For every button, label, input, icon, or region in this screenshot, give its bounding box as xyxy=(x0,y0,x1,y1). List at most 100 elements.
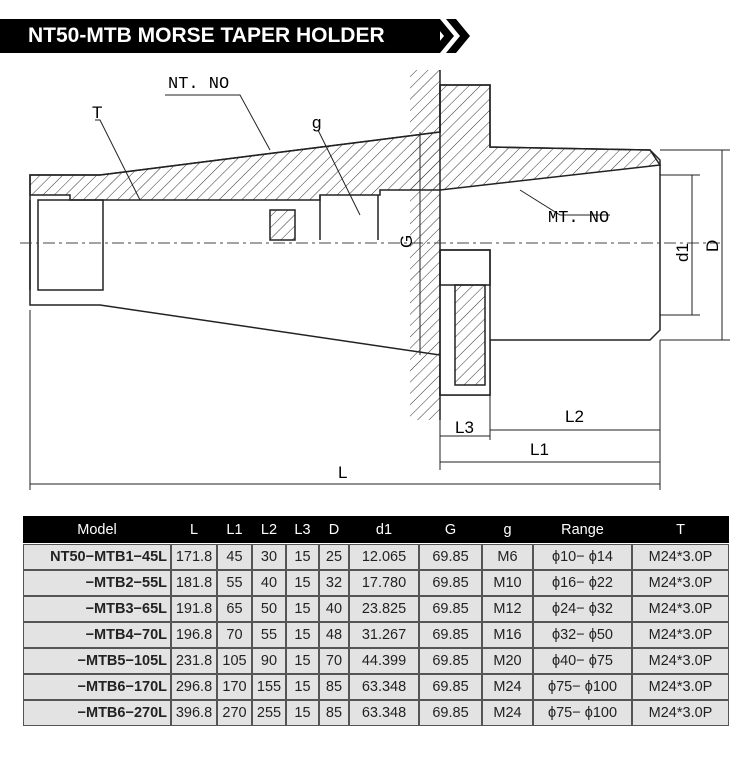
column-header: d1 xyxy=(349,516,419,544)
table-cell: 48 xyxy=(318,621,350,649)
table-cell: 15 xyxy=(285,699,320,727)
table-cell: M24*3.0P xyxy=(631,621,730,649)
table-cell: M6 xyxy=(481,543,534,571)
table-cell: 12.065 xyxy=(348,543,420,571)
page-title: NT50-MTB MORSE TAPER HOLDER xyxy=(0,19,440,53)
table-cell: 55 xyxy=(251,621,287,649)
table-cell: 45 xyxy=(216,543,253,571)
table-cell: 105 xyxy=(216,647,253,675)
table-cell: 15 xyxy=(285,595,320,623)
column-header: L3 xyxy=(286,516,319,544)
table-cell: 70 xyxy=(216,621,253,649)
label-nt-no: NT. NO xyxy=(168,75,229,94)
table-cell: 63.348 xyxy=(348,673,420,701)
table-cell: 32 xyxy=(318,569,350,597)
table-cell: 40 xyxy=(318,595,350,623)
table-cell: 15 xyxy=(285,569,320,597)
table-cell: 69.85 xyxy=(418,647,483,675)
column-header: L2 xyxy=(252,516,286,544)
table-cell: 55 xyxy=(216,569,253,597)
table-cell: 85 xyxy=(318,673,350,701)
column-header: D xyxy=(319,516,349,544)
table-cell: M24*3.0P xyxy=(631,595,730,623)
chevron-arrows-icon xyxy=(430,19,470,53)
table-cell: 70 xyxy=(318,647,350,675)
table-cell: 231.8 xyxy=(170,647,218,675)
table-cell: 170 xyxy=(216,673,253,701)
column-header: L xyxy=(171,516,217,544)
table-cell: 255 xyxy=(251,699,287,727)
table-cell: M24*3.0P xyxy=(631,647,730,675)
model-cell: −MTB4−70L xyxy=(22,621,172,649)
table-cell: 69.85 xyxy=(418,569,483,597)
table-cell: 17.780 xyxy=(348,569,420,597)
label-L2: L2 xyxy=(565,407,584,426)
table-cell: 69.85 xyxy=(418,621,483,649)
label-L: L xyxy=(338,463,347,482)
label-d1: d1 xyxy=(673,243,692,262)
model-cell: −MTB3−65L xyxy=(22,595,172,623)
model-cell: −MTB6−270L xyxy=(22,699,172,727)
table-cell: 181.8 xyxy=(170,569,218,597)
table-cell: ϕ16− ϕ22 xyxy=(532,569,633,597)
column-header: T xyxy=(632,516,729,544)
model-cell: NT50−MTB1−45L xyxy=(22,543,172,571)
label-g-small: g xyxy=(312,113,321,132)
table-cell: ϕ10− ϕ14 xyxy=(532,543,633,571)
table-cell: 40 xyxy=(251,569,287,597)
table-cell: 44.399 xyxy=(348,647,420,675)
table-cell: M24 xyxy=(481,673,534,701)
table-cell: 23.825 xyxy=(348,595,420,623)
table-cell: 25 xyxy=(318,543,350,571)
model-cell: −MTB6−170L xyxy=(22,673,172,701)
column-header: L1 xyxy=(217,516,252,544)
column-header: Range xyxy=(533,516,632,544)
table-cell: M24*3.0P xyxy=(631,673,730,701)
column-header: G xyxy=(419,516,482,544)
label-mt-no: MT. NO xyxy=(548,209,609,228)
table-cell: 69.85 xyxy=(418,543,483,571)
table-cell: M24*3.0P xyxy=(631,569,730,597)
table-cell: M12 xyxy=(481,595,534,623)
table-cell: 69.85 xyxy=(418,673,483,701)
table-cell: M24*3.0P xyxy=(631,543,730,571)
label-L1: L1 xyxy=(530,440,549,459)
label-L3: L3 xyxy=(455,418,474,437)
label-t: T xyxy=(92,103,102,122)
model-cell: −MTB2−55L xyxy=(22,569,172,597)
table-cell: M24*3.0P xyxy=(631,699,730,727)
table-cell: 15 xyxy=(285,673,320,701)
table-cell: 15 xyxy=(285,621,320,649)
table-cell: 65 xyxy=(216,595,253,623)
column-header: Model xyxy=(23,516,171,544)
table-cell: ϕ32− ϕ50 xyxy=(532,621,633,649)
table-cell: ϕ24− ϕ32 xyxy=(532,595,633,623)
table-cell: 196.8 xyxy=(170,621,218,649)
label-G: G xyxy=(397,235,416,248)
table-cell: 30 xyxy=(251,543,287,571)
table-cell: 296.8 xyxy=(170,673,218,701)
column-header: g xyxy=(482,516,533,544)
table-cell: 191.8 xyxy=(170,595,218,623)
table-cell: M20 xyxy=(481,647,534,675)
table-cell: 50 xyxy=(251,595,287,623)
table-cell: ϕ40− ϕ75 xyxy=(532,647,633,675)
table-cell: 15 xyxy=(285,647,320,675)
holder-drawing: NT. NO T g MT. NO G d1 D L3 L2 L1 L xyxy=(20,70,730,490)
model-cell: −MTB5−105L xyxy=(22,647,172,675)
table-cell: 69.85 xyxy=(418,699,483,727)
table-cell: 15 xyxy=(285,543,320,571)
table-cell: 171.8 xyxy=(170,543,218,571)
table-cell: 270 xyxy=(216,699,253,727)
table-cell: M16 xyxy=(481,621,534,649)
table-cell: 396.8 xyxy=(170,699,218,727)
table-cell: 85 xyxy=(318,699,350,727)
